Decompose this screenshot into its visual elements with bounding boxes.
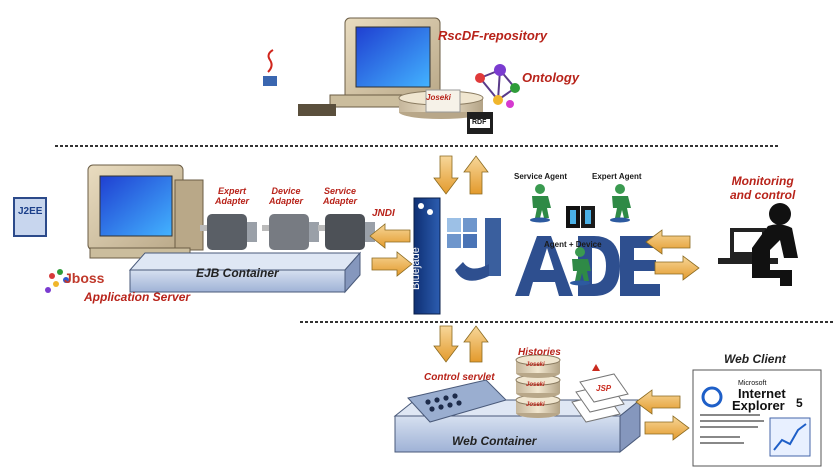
monitoring-operator-icon	[718, 203, 798, 286]
expert-agent-label: Expert Agent	[592, 172, 642, 181]
jboss-logo-icon	[45, 269, 69, 293]
expert-adapter-plug-icon	[200, 214, 257, 250]
service-agent-label: Service Agent	[514, 172, 568, 181]
histories-db-label-1: Joseki	[526, 362, 545, 368]
arrow-up-bottom-icon	[463, 325, 489, 363]
agent-platform-icon	[566, 206, 595, 228]
ie-brand-explorer: Explorer	[732, 398, 785, 413]
j2ee-label: J2EE	[18, 206, 43, 217]
jndi-arrow-left-icon	[369, 223, 411, 249]
arrow-up-top-icon	[463, 155, 489, 195]
bluejade-column	[413, 197, 441, 315]
monitoring-label: Monitoring and control	[730, 174, 796, 202]
monitoring-arrow-right-icon	[654, 255, 700, 281]
service-adapter-plug-icon	[318, 214, 375, 250]
web-client-browser-box	[692, 369, 822, 467]
ie-brand-internet: Internet	[738, 386, 786, 401]
web-arrow-left-icon	[635, 389, 681, 415]
device-agent-icon	[570, 247, 591, 286]
web-arrow-right-icon	[644, 415, 690, 441]
jboss-logo-text: Jboss	[64, 270, 105, 286]
device-agent-label: Agent + Device	[544, 240, 602, 249]
jndi-label: JNDI	[372, 208, 395, 219]
application-server-label: Application Server	[84, 290, 191, 304]
ejb-container-box	[128, 251, 362, 294]
ejb-container-label: EJB Container	[196, 266, 279, 280]
arrow-down-top-icon	[433, 155, 459, 195]
jsp-pages-icon	[571, 364, 629, 423]
j2ee-book-icon	[13, 197, 47, 237]
service-adapter-label: Service Adapter	[322, 186, 357, 206]
ie-version: 5	[796, 396, 803, 410]
rdf-badge-label: RDF	[472, 119, 487, 126]
web-container-label: Web Container	[452, 434, 537, 448]
expert-agent-icon	[610, 184, 631, 223]
bluejade-label: Bluejade	[410, 247, 422, 290]
control-servlet-label: Control servlet	[424, 372, 495, 383]
histories-label: Histories	[518, 347, 561, 358]
ie-brand-microsoft: Microsoft	[738, 380, 767, 387]
device-adapter-label: Device Adapter	[268, 186, 303, 206]
jade-logo	[447, 218, 660, 296]
histories-db-label-3: Joseki	[526, 402, 545, 408]
device-adapter-plug-icon	[262, 214, 319, 250]
arrow-down-bottom-icon	[433, 325, 459, 363]
histories-database-stack-icon	[515, 354, 561, 418]
control-servlet-device-icon	[407, 379, 507, 423]
web-client-title: Web Client	[724, 352, 786, 366]
repository-db-label: Joseki	[426, 93, 451, 102]
ontology-graph-icon	[475, 64, 520, 108]
rdf-badge-icon	[467, 112, 493, 134]
ontology-label: Ontology	[522, 70, 580, 85]
jsp-label: JSP	[596, 384, 612, 393]
monitoring-arrow-left-icon	[645, 229, 691, 255]
repository-title: RscDF-repository	[438, 28, 548, 43]
expert-adapter-label: Expert Adapter	[214, 186, 249, 206]
histories-db-label-2: Joseki	[526, 382, 545, 388]
joseki-database-icon	[398, 89, 484, 119]
app-server-computer-icon	[87, 164, 204, 259]
service-agent-icon	[530, 184, 551, 223]
jndi-arrow-right-icon	[371, 251, 413, 277]
java-logo-icon	[263, 49, 277, 86]
